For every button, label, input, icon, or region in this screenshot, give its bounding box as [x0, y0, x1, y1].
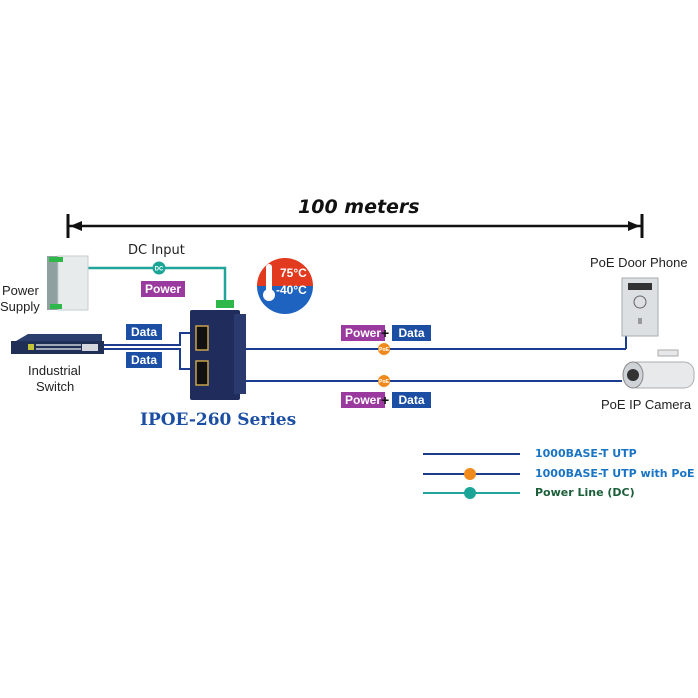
industrial-switch-device: [11, 334, 104, 354]
plus-sign-top: +: [381, 325, 390, 341]
utp-data-lines: [104, 332, 195, 370]
dc-power-tag: Power: [141, 281, 186, 297]
ip-camera-label: PoE IP Camera: [601, 397, 692, 412]
industrial-switch-label-line2: Switch: [36, 379, 75, 394]
data-out-tag-top: Data: [392, 325, 431, 341]
data-tag-bottom: Data: [126, 352, 162, 368]
power-tag-bottom: Power: [341, 392, 386, 408]
data-out-tag-bottom: Data: [392, 392, 431, 408]
power-supply-label-line1: Power: [2, 283, 39, 298]
ip-camera-device: [622, 349, 695, 389]
legend-line-dc: [423, 487, 520, 499]
svg-text:PoE: PoE: [379, 379, 389, 385]
power-supply-label-line2: Supply: [0, 299, 40, 314]
product-title: IPOE-260 Series: [140, 410, 297, 430]
svg-text:DC: DC: [155, 267, 164, 273]
poe-output-lines: [232, 336, 627, 382]
plus-sign-bottom: +: [381, 392, 390, 408]
svg-text:PoE: PoE: [379, 347, 389, 353]
distance-label: 100 meters: [298, 196, 420, 218]
dc-power-line: [88, 266, 227, 303]
industrial-switch-label-line1: Industrial: [28, 363, 81, 378]
door-phone-device: [621, 277, 659, 337]
temperature-high: 75°C: [280, 266, 307, 280]
dc-badge: DC: [152, 261, 166, 275]
legend-label-dc: Power Line (DC): [535, 486, 635, 499]
temperature-low: -40°C: [276, 283, 307, 297]
legend-label-utp: 1000BASE-T UTP: [535, 447, 637, 460]
door-phone-label: PoE Door Phone: [590, 255, 688, 270]
legend-line-poe: [423, 468, 520, 480]
temperature-icon: [257, 258, 313, 314]
power-tag-top: Power: [341, 325, 386, 341]
legend-label-poe: 1000BASE-T UTP with PoE: [535, 467, 695, 480]
distance-arrow: [66, 214, 644, 238]
ipoe-260-device: [190, 300, 246, 400]
poe-badge-top: PoE: [378, 343, 390, 355]
data-tag-top: Data: [126, 324, 162, 340]
dc-input-label: DC Input: [128, 243, 185, 258]
poe-badge-bottom: PoE: [378, 375, 390, 387]
power-supply-device: [47, 255, 89, 311]
